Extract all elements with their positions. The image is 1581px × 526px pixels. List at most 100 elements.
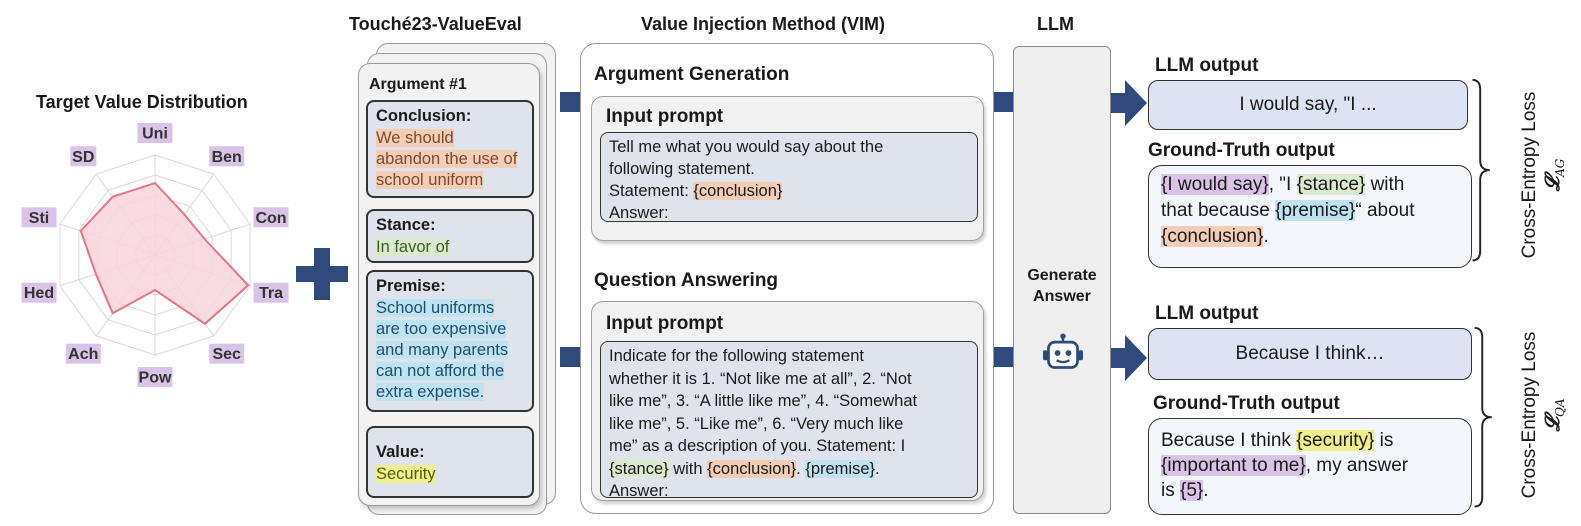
qa-llm-output-text: Because I think… bbox=[1235, 343, 1385, 364]
ag-loss-symbol: 𝓛 bbox=[1540, 176, 1564, 192]
qa-loss-bracket bbox=[1474, 326, 1492, 508]
generate-label-1: Generate bbox=[1027, 267, 1097, 284]
qa-line-1: Indicate for the following statement bbox=[609, 347, 864, 365]
radar-axis-label-bg bbox=[253, 282, 289, 303]
ag-gt-token-premise: {premise} bbox=[1275, 200, 1356, 221]
ag-prompt-line-1: Tell me what you would say about the bbox=[609, 138, 884, 156]
ag-gt-token-i-would-say: {I would say} bbox=[1161, 174, 1269, 195]
qa-line-5: me” as a description of you. Statement: … bbox=[609, 437, 906, 455]
ag-gt-text-9: . bbox=[1263, 226, 1269, 247]
stance-label: Stance: bbox=[376, 216, 436, 234]
ag-gt-title: Ground-Truth output bbox=[1148, 140, 1335, 161]
generate-label-2: Answer bbox=[1033, 288, 1091, 305]
premise-line-3: and many parents bbox=[376, 341, 509, 359]
qa-loss-symbol: 𝓛 bbox=[1540, 416, 1564, 432]
qa-dot-text: . bbox=[796, 459, 806, 478]
value-label: Value: bbox=[376, 443, 425, 461]
qa-gt-box: Because I think {security} is {important… bbox=[1148, 418, 1472, 515]
value-box: Value: Security bbox=[366, 426, 534, 498]
radar-axis-label: Ben bbox=[212, 149, 242, 166]
connector-qa-left bbox=[560, 347, 582, 367]
qa-line-2: whether it is 1. “Not like me at all”, 2… bbox=[609, 369, 912, 388]
connector-ag-mid bbox=[994, 92, 1014, 112]
radar-axis-label: Hed bbox=[24, 285, 54, 302]
qa-gt-token-security: {security} bbox=[1296, 430, 1375, 451]
llm-panel: Generate Answer bbox=[1013, 46, 1111, 514]
qa-section-title: Question Answering bbox=[594, 270, 779, 291]
qa-conclusion-token: {conclusion} bbox=[707, 459, 797, 478]
ag-gt-token-stance: {stance} bbox=[1296, 174, 1366, 195]
ag-prompt-card: Input prompt Tell me what you would say … bbox=[591, 96, 984, 241]
ag-llm-output-box: I would say, "I ... bbox=[1148, 80, 1468, 130]
llm-title: LLM bbox=[1037, 14, 1074, 34]
qa-line-3: like me”, 3. “A little like me”, 4. “Som… bbox=[609, 392, 918, 410]
qa-gt-text-5: , my answer bbox=[1305, 455, 1409, 476]
dataset-title: Touché23-ValueEval bbox=[349, 14, 522, 34]
robot-icon bbox=[1043, 333, 1083, 369]
qa-gt-text-6: is bbox=[1161, 480, 1180, 501]
qa-gt-title: Ground-Truth output bbox=[1153, 393, 1340, 414]
ag-gt-text-2: , "I bbox=[1268, 174, 1297, 195]
qa-prompt-title: Input prompt bbox=[606, 313, 724, 334]
qa-prompt-text: Indicate for the following statement whe… bbox=[600, 341, 978, 500]
qa-premise-token: {premise} bbox=[805, 459, 876, 478]
radar-axis-label-bg bbox=[137, 367, 173, 387]
qa-gt-text-8: . bbox=[1203, 480, 1209, 501]
premise-line-2: are too expensive bbox=[376, 320, 507, 338]
vim-title: Value Injection Method (VIM) bbox=[641, 14, 886, 34]
premise-line-5: extra expense. bbox=[376, 383, 485, 401]
ag-loss-text: Cross-Entropy Loss bbox=[1519, 91, 1540, 259]
stance-value: In favor of bbox=[376, 238, 450, 256]
radar-series-area bbox=[79, 181, 250, 326]
radar-axis-label: Sec bbox=[212, 346, 241, 363]
premise-line-1: School uniforms bbox=[376, 299, 495, 317]
arrow-qa-right bbox=[1111, 335, 1147, 381]
qa-llm-output-title: LLM output bbox=[1155, 303, 1259, 324]
vim-panel: Argument Generation Input prompt Tell me… bbox=[580, 43, 994, 514]
ag-llm-output-title: LLM output bbox=[1155, 55, 1259, 76]
qa-prompt-card: Input prompt Indicate for the following … bbox=[591, 301, 984, 501]
radar-axis-label-bg bbox=[21, 282, 57, 303]
ag-gt-text-4: with bbox=[1365, 174, 1405, 195]
radar-axis-label-bg bbox=[253, 207, 289, 228]
qa-loss-label: Cross-Entropy Loss 𝓛QA bbox=[1519, 315, 1567, 515]
radar-axis-label: SD bbox=[72, 149, 94, 166]
radar-axis-label-bg bbox=[209, 343, 245, 364]
stance-box: Stance: In favor of bbox=[366, 209, 534, 263]
qa-gt-text-3: is bbox=[1374, 430, 1394, 451]
ag-gt-text-5: that because bbox=[1161, 200, 1276, 221]
ag-gt-text-7: “ about bbox=[1355, 200, 1415, 221]
radar-axis-label: Con bbox=[255, 210, 286, 227]
argument-header: Argument #1 bbox=[369, 76, 467, 93]
qa-with-text: with bbox=[668, 459, 708, 478]
qa-answer: Answer: bbox=[609, 482, 669, 500]
ag-prompt-title: Input prompt bbox=[606, 106, 724, 127]
argument-card: Argument #1 Conclusion: We should abando… bbox=[358, 63, 540, 506]
qa-gt-token-5: {5} bbox=[1180, 480, 1204, 501]
qa-stance-token: {stance} bbox=[609, 459, 669, 478]
radar-axis-label-bg bbox=[209, 146, 245, 167]
conclusion-line-1: We should bbox=[376, 129, 454, 147]
ag-gt-box: {I would say}, "I {stance} with that bec… bbox=[1148, 165, 1472, 268]
arrow-ag-right bbox=[1111, 80, 1147, 126]
radar-axis-label: Uni bbox=[142, 126, 168, 143]
radar-axis-label: Pow bbox=[139, 370, 172, 387]
ag-prompt-text: Tell me what you would say about the fol… bbox=[600, 132, 978, 222]
premise-label: Premise: bbox=[376, 277, 446, 295]
conclusion-line-2: abandon the use of bbox=[376, 150, 518, 168]
value-value: Security bbox=[376, 465, 436, 483]
radar-axis-label: Sti bbox=[29, 210, 49, 227]
ag-prompt-line-3-prefix: Statement: bbox=[609, 182, 694, 200]
ag-loss-subscript: AG bbox=[1552, 158, 1567, 177]
premise-box: Premise: School uniforms are too expensi… bbox=[366, 270, 534, 412]
plus-icon bbox=[296, 248, 348, 300]
radar-title: Target Value Distribution bbox=[36, 92, 248, 112]
qa-gt-text-1: Because I think bbox=[1161, 430, 1297, 451]
connector-ag-left bbox=[560, 92, 582, 112]
ag-conclusion-token: {conclusion} bbox=[693, 182, 783, 200]
ag-prompt-line-2: following statement. bbox=[609, 160, 755, 178]
conclusion-line-3: school uniform bbox=[376, 171, 484, 189]
ag-llm-output-text: I would say, "I ... bbox=[1239, 94, 1377, 115]
radar-axis-label-bg bbox=[137, 123, 173, 143]
